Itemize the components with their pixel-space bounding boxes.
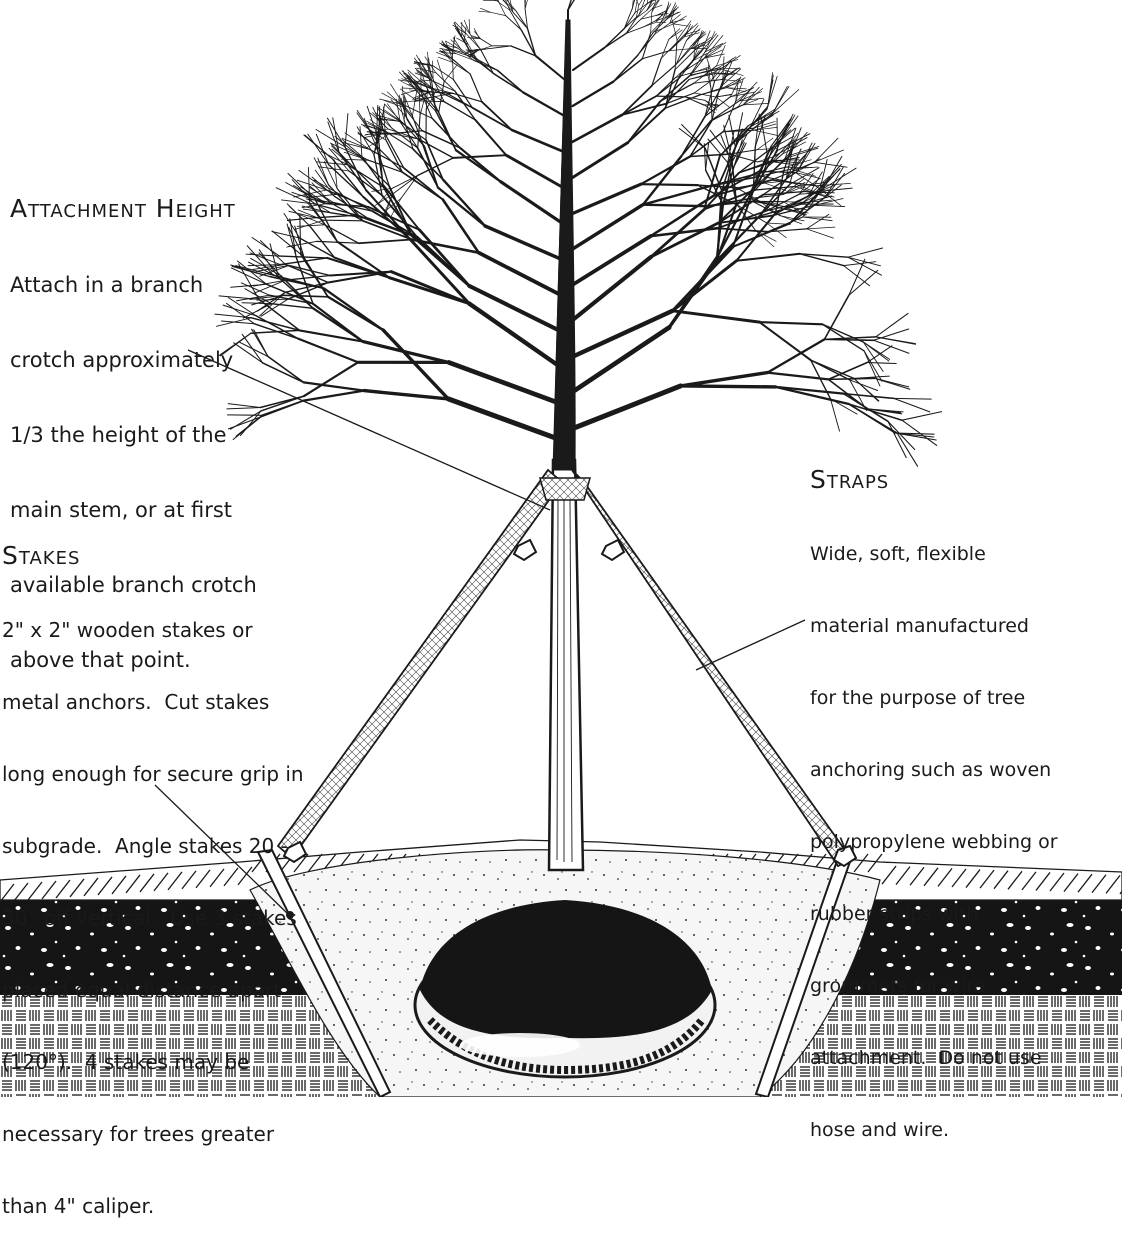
attachment-line: crotch approximately: [10, 348, 257, 373]
stakes-line: placed equal distance apart: [2, 978, 304, 1002]
stakes-line: 30° off vertical. Use 3 stakes: [2, 906, 304, 930]
straps-label: Straps Wide, soft, flexible material man…: [810, 420, 1058, 1166]
stakes-line: 2" x 2" wooden stakes or: [2, 618, 304, 642]
stakes-line: (120°). 4 stakes may be: [2, 1050, 304, 1074]
strap-left: [278, 470, 562, 858]
attachment-line: Attach in a branch: [10, 273, 257, 298]
tree-staking-diagram: Attachment Height Attach in a branch cro…: [0, 0, 1122, 1097]
stakes-line: long enough for secure grip in: [2, 762, 304, 786]
straps-line: rubber strips with: [810, 902, 1058, 926]
stakes-line: subgrade. Angle stakes 20 -: [2, 834, 304, 858]
stakes-title: Stakes: [2, 544, 304, 568]
stakes-line: metal anchors. Cut stakes: [2, 690, 304, 714]
attachment-line: 1/3 the height of the: [10, 423, 257, 448]
tree-canopy: [215, 0, 942, 470]
straps-line: Wide, soft, flexible: [810, 542, 1058, 566]
straps-line: material manufactured: [810, 614, 1058, 638]
stakes-line: than 4" caliper.: [2, 1194, 304, 1218]
straps-title: Straps: [810, 468, 1058, 492]
straps-line: grommets for wire: [810, 974, 1058, 998]
straps-line: hose and wire.: [810, 1118, 1058, 1142]
straps-line: polypropylene webbing or: [810, 830, 1058, 854]
straps-line: attachment. Do not use: [810, 1046, 1058, 1070]
stakes-label: Stakes 2" x 2" wooden stakes or metal an…: [2, 496, 304, 1242]
straps-leader: [696, 620, 805, 670]
straps-line: for the purpose of tree: [810, 686, 1058, 710]
attachment-height-title: Attachment Height: [10, 196, 257, 221]
stakes-line: necessary for trees greater: [2, 1122, 304, 1146]
tree-trunk: [549, 460, 583, 870]
straps-line: anchoring such as woven: [810, 758, 1058, 782]
strap-trunk-loop: [540, 478, 590, 500]
